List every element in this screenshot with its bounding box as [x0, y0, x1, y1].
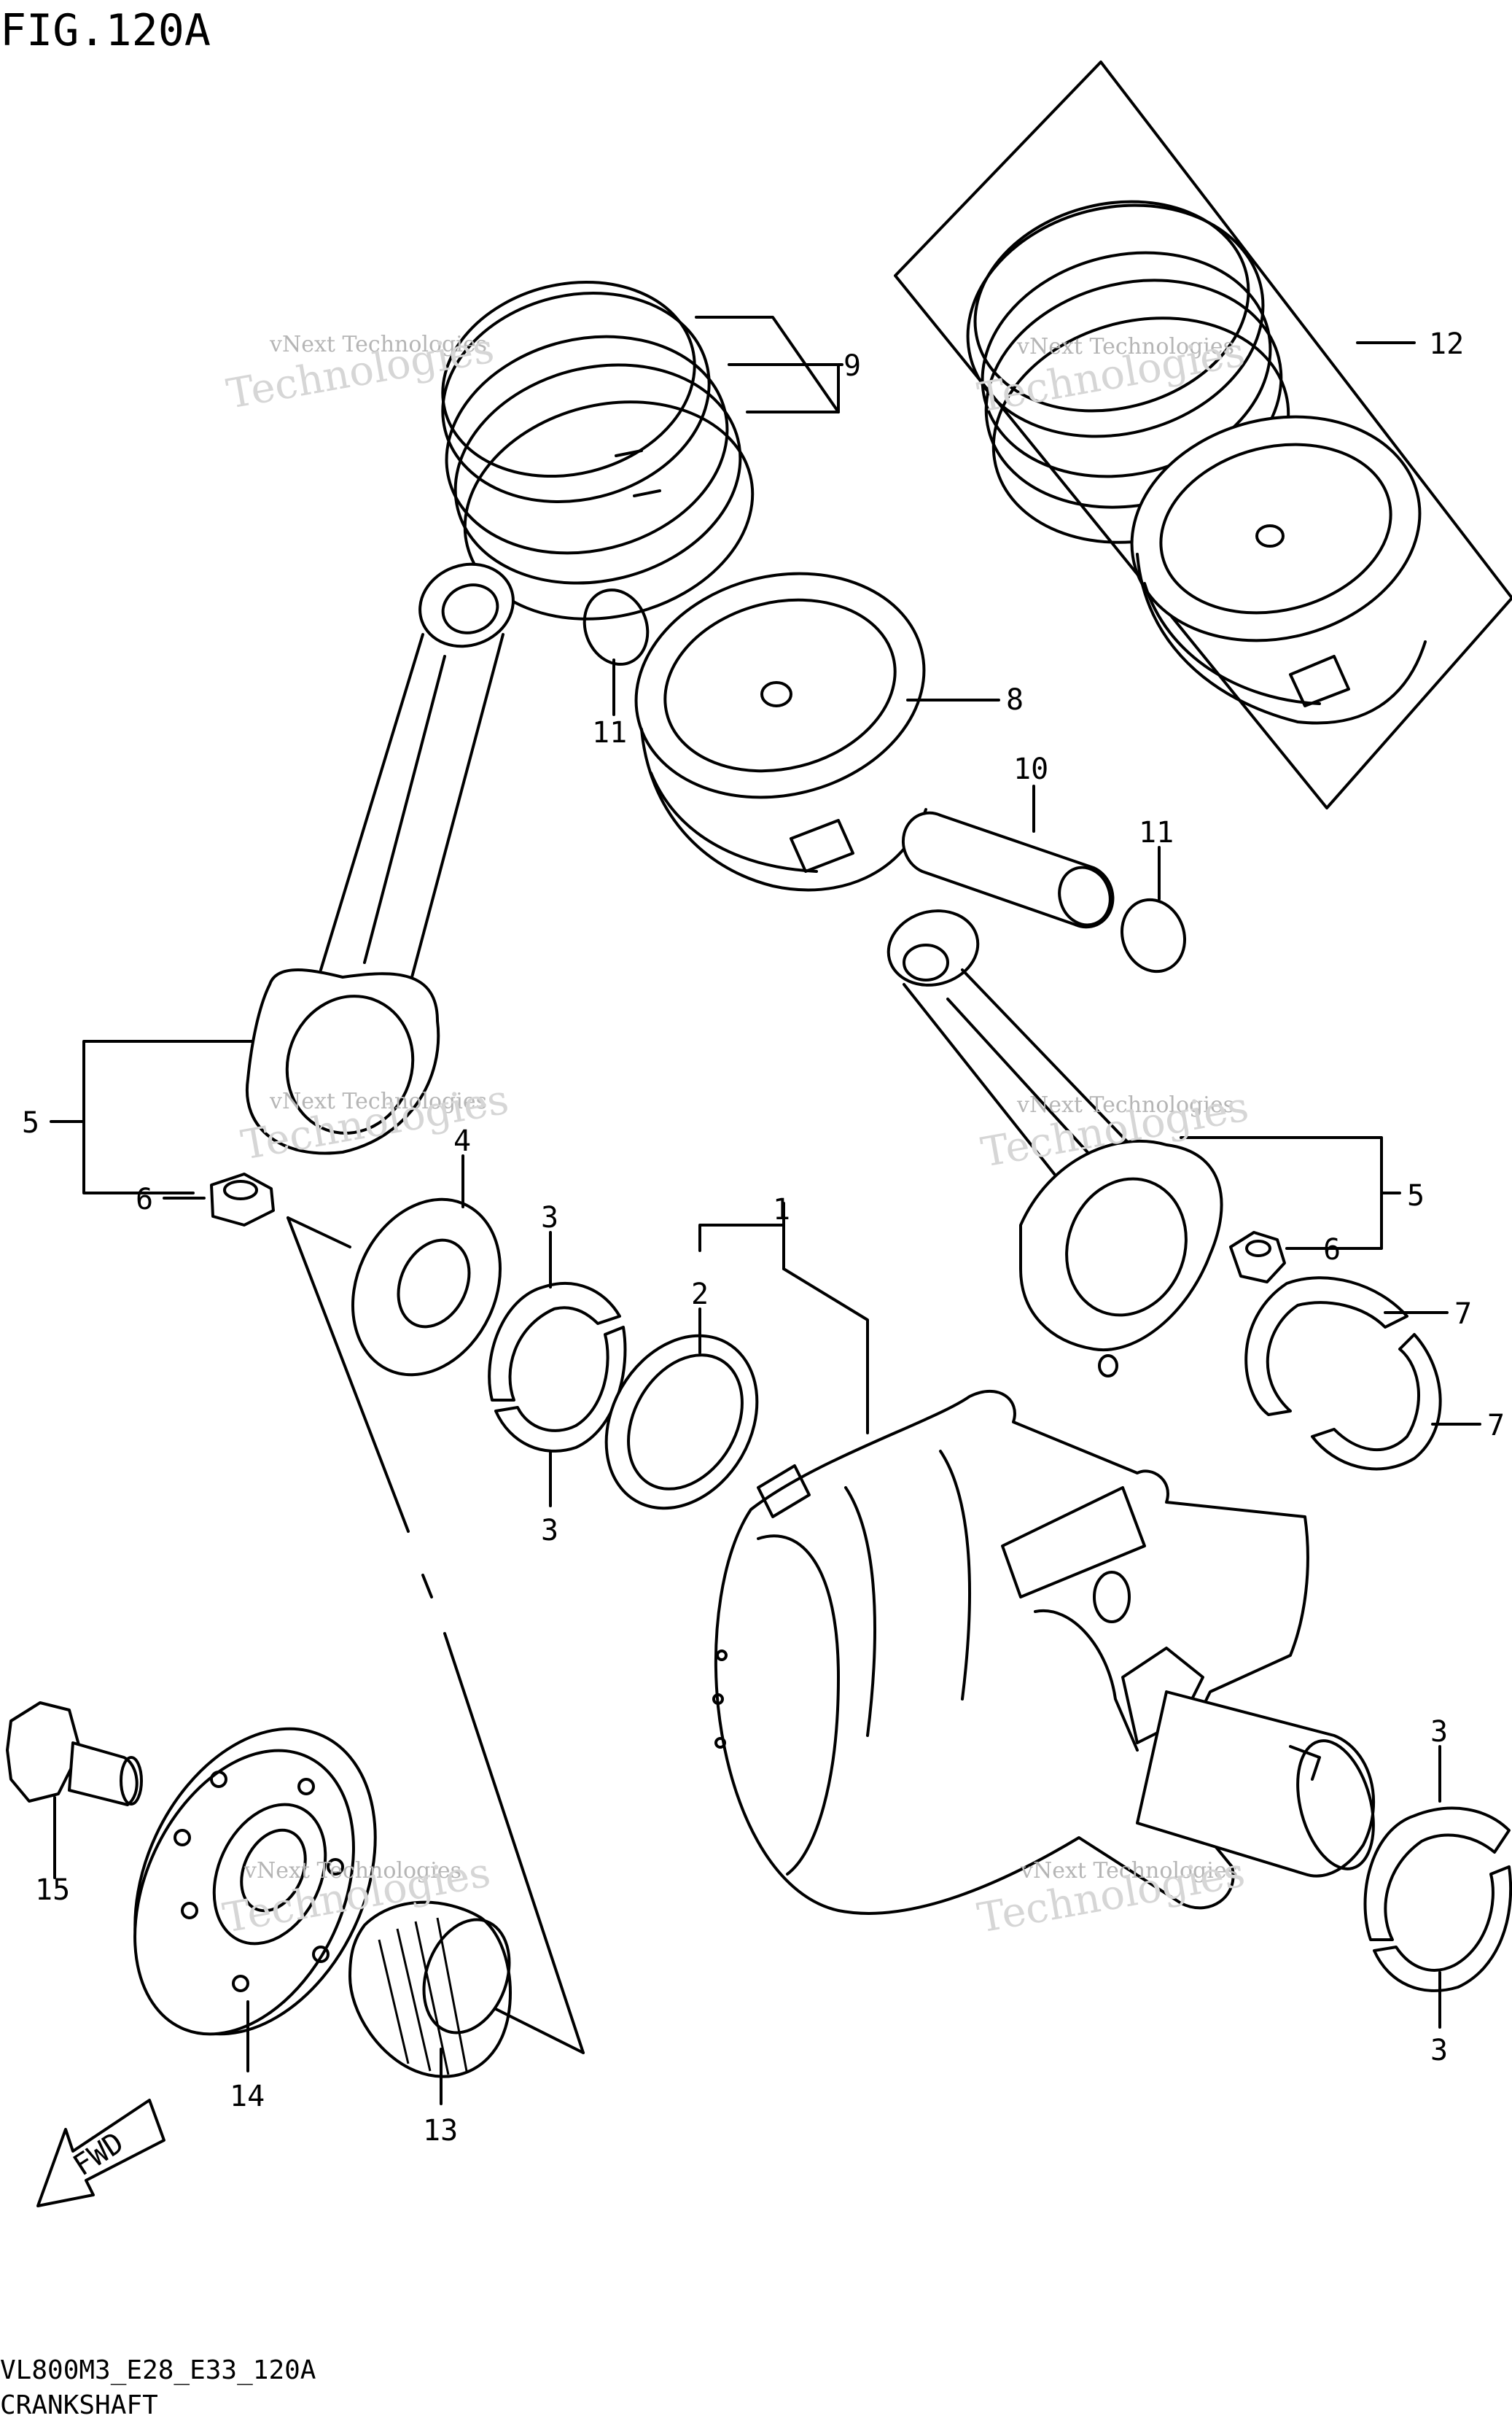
- callout-9: 9: [843, 349, 861, 383]
- callout-numbers: 1 2 3 3 3 3 4 5 5 6 6 7 7 8 9 10 11 11 1…: [22, 327, 1505, 2148]
- section-title: CRANKSHAFT: [0, 2390, 158, 2420]
- model-code: VL800M3_E28_E33_120A: [0, 2355, 316, 2385]
- callout-11: 11: [592, 716, 627, 750]
- part-4-thrust-washer: [351, 1197, 502, 1377]
- part-8-piston: [634, 572, 927, 892]
- callout-3: 3: [541, 1514, 558, 1547]
- part-12-piston-kit: [894, 61, 1512, 809]
- watermark-text: vNext Technologies: [269, 332, 487, 357]
- callout-1: 1: [773, 1193, 790, 1227]
- callout-8: 8: [1006, 683, 1024, 717]
- part-11-circlips: [582, 588, 1187, 974]
- part-6-nut-right: [1229, 1231, 1286, 1283]
- part-5-connecting-rod-left: [245, 562, 515, 1155]
- piston-kit-frame: [894, 61, 1512, 809]
- watermark-text: vNext Technologies: [243, 1858, 461, 1884]
- callout-4: 4: [453, 1124, 471, 1158]
- watermark-text: vNext Technologies: [1016, 334, 1234, 360]
- callout-5: 5: [1407, 1179, 1425, 1213]
- callout-15: 15: [35, 1873, 70, 1907]
- callout-2: 2: [691, 1278, 709, 1311]
- callout-6: 6: [136, 1183, 153, 1216]
- part-14-primary-drive-gear: [133, 1727, 377, 2036]
- part-9-piston-rings: [441, 280, 755, 621]
- callout-3: 3: [1430, 2034, 1448, 2067]
- watermark-text: vNext Technologies: [269, 1089, 487, 1114]
- part-7-crankpin-bearings: [1244, 1276, 1442, 1471]
- figure-label: FIG.120A: [0, 5, 211, 56]
- part-6-nut-left: [210, 1173, 275, 1227]
- part-3-main-bearings-left: [488, 1282, 627, 1453]
- part-13-spline-gear: [348, 1900, 512, 2078]
- callout-12: 12: [1429, 327, 1464, 361]
- callout-6: 6: [1323, 1233, 1341, 1267]
- watermark-text: vNext Technologies: [1020, 1858, 1238, 1884]
- callout-7: 7: [1487, 1409, 1505, 1442]
- callout-14: 14: [230, 2080, 265, 2113]
- callout-13: 13: [423, 2114, 458, 2148]
- part-1-crankshaft: [712, 1389, 1375, 1915]
- fwd-arrow: FWD: [36, 2099, 165, 2207]
- part-3-main-bearings-right: [1363, 1806, 1512, 1992]
- leader-lines: [50, 316, 1481, 2105]
- callout-10: 10: [1013, 753, 1048, 786]
- part-15-bolt: [6, 1701, 143, 1806]
- part-2-thrust-washer: [604, 1334, 759, 1510]
- assembly-outline: [287, 1216, 585, 2054]
- callout-3: 3: [1430, 1715, 1448, 1749]
- callout-5: 5: [22, 1106, 39, 1140]
- part-10-piston-pin: [901, 811, 1115, 929]
- callout-11: 11: [1139, 816, 1174, 850]
- part-5-connecting-rod-right: [886, 909, 1223, 1377]
- callout-7: 7: [1454, 1297, 1472, 1331]
- watermark-text: vNext Technologies: [1016, 1092, 1234, 1118]
- callout-3: 3: [541, 1201, 558, 1235]
